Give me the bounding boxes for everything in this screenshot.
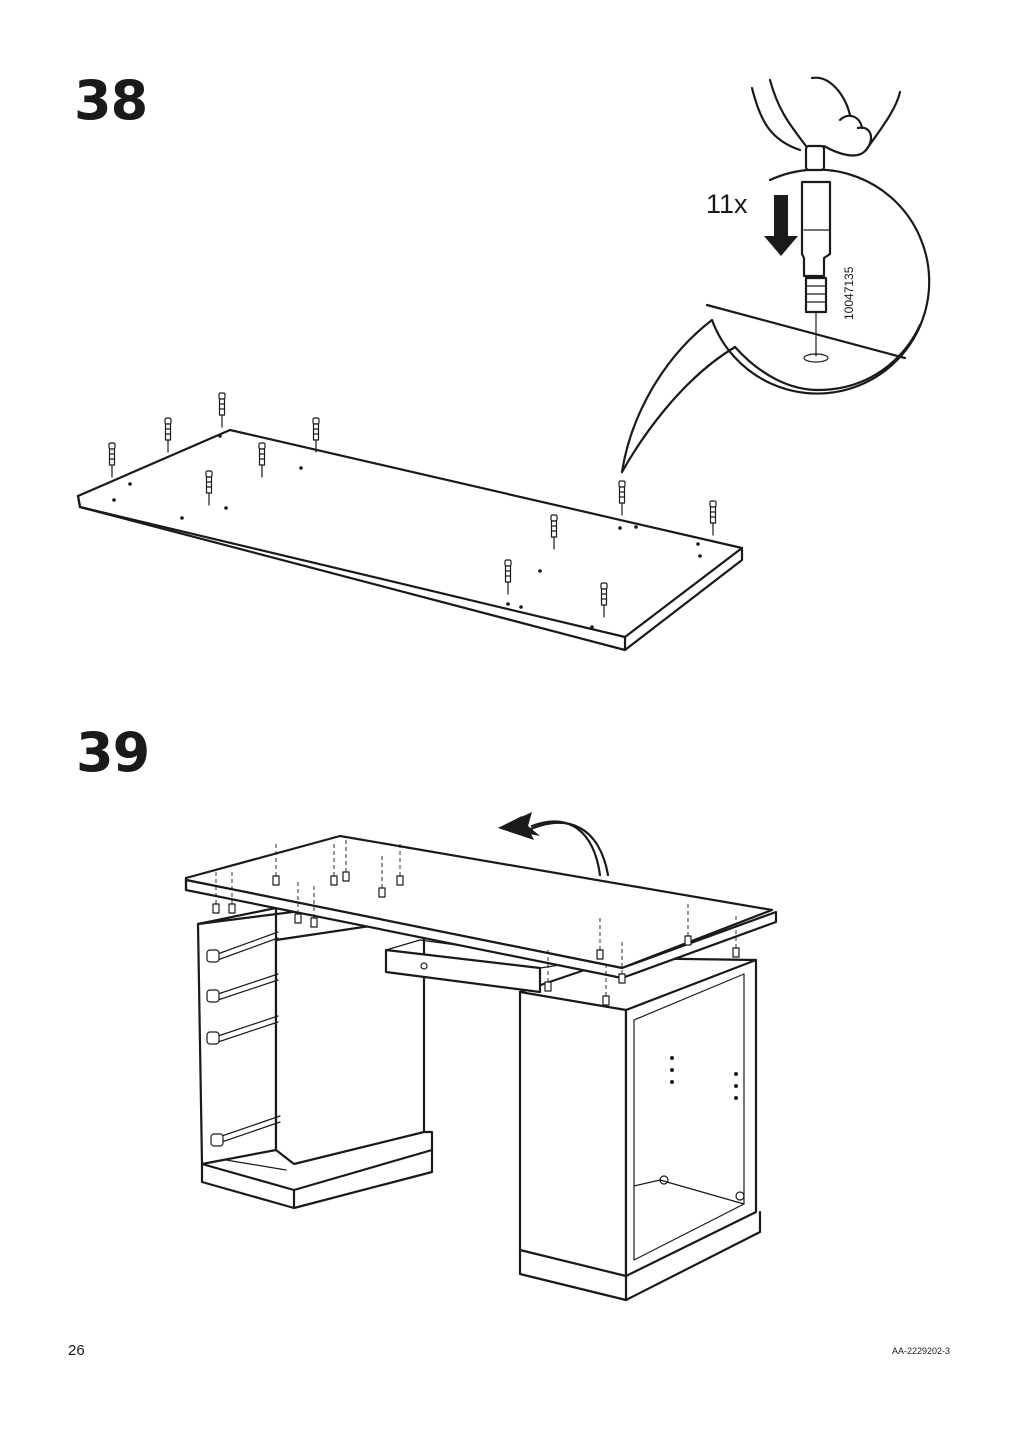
step-38-number: 38 bbox=[74, 69, 148, 132]
desktop-board bbox=[76, 428, 744, 652]
step-38-illustration: 11x 10047135 bbox=[76, 76, 931, 652]
cam-dowel-part bbox=[800, 144, 832, 357]
hand-icon bbox=[750, 76, 902, 157]
detail-callout: 11x 10047135 bbox=[620, 76, 931, 474]
down-arrow-icon bbox=[764, 195, 798, 256]
flip-arrow-icon bbox=[498, 812, 610, 877]
page-number: 26 bbox=[68, 1342, 85, 1359]
step-39-number: 39 bbox=[76, 721, 150, 784]
board-holes bbox=[112, 434, 702, 629]
right-pedestal bbox=[518, 956, 762, 1302]
step-39-illustration bbox=[184, 812, 778, 1302]
desktop-board-flipped bbox=[184, 834, 778, 980]
part-number: 10047135 bbox=[842, 266, 856, 320]
left-pedestal bbox=[196, 902, 434, 1210]
quantity-label: 11x bbox=[706, 189, 748, 219]
document-code: AA-2229202-3 bbox=[891, 1346, 950, 1356]
